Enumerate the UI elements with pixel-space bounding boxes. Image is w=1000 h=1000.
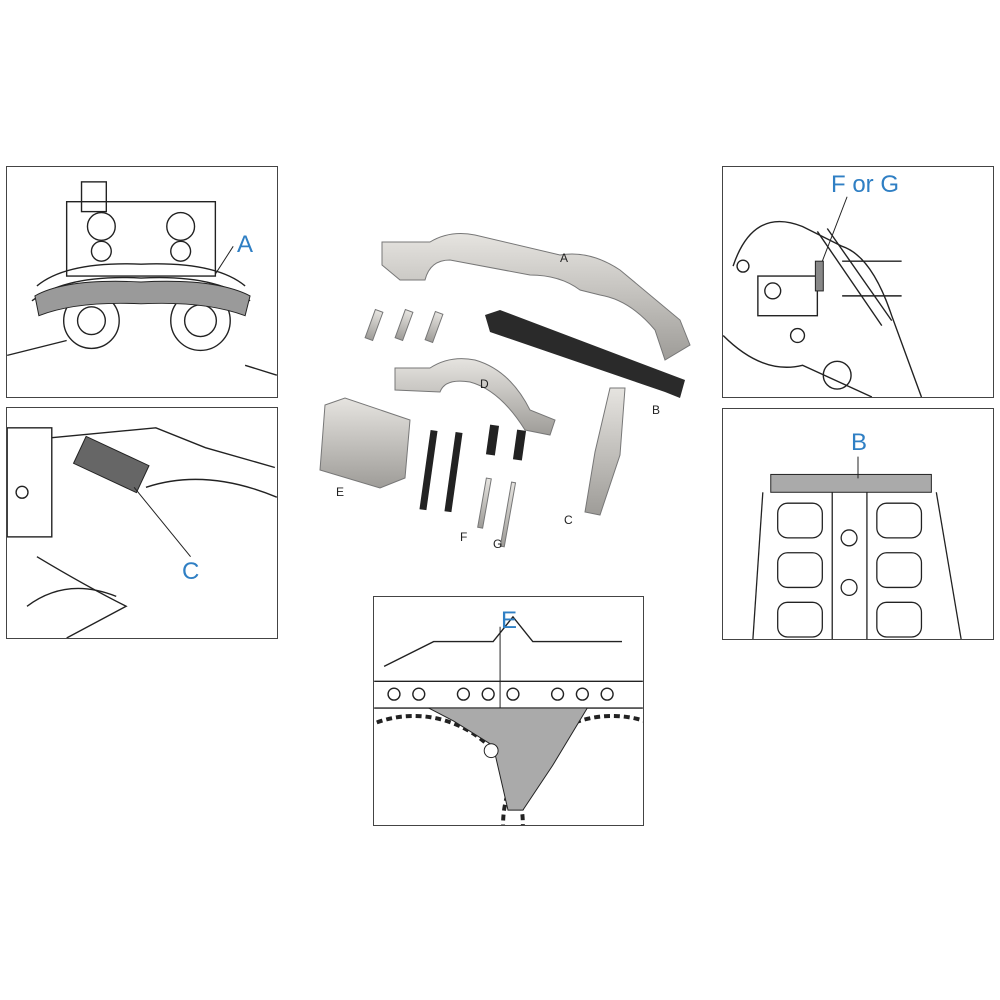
chain-block-drawing <box>374 615 643 825</box>
locking-plate-b <box>485 310 685 398</box>
crank-pin-c <box>584 387 626 516</box>
illustration-panel-pin-fg: F or G <box>722 166 994 398</box>
tool-label-e: E <box>336 485 345 499</box>
bracket-d <box>394 358 556 436</box>
illustration-panel-block-e: E <box>373 596 644 826</box>
tool-kit-parts: A B D C E F G <box>300 220 700 560</box>
panel-label-f-or-g: F or G <box>831 171 900 198</box>
tool-kit-drawing <box>319 233 691 548</box>
tool-label-c: C <box>564 513 573 527</box>
crank-pin-drawing <box>7 427 277 638</box>
camshaft-bar-a <box>381 233 691 361</box>
illustration-panel-crank-pin: C <box>6 407 278 639</box>
tool-label-g: G <box>493 537 503 551</box>
tool-label-a: A <box>560 251 569 265</box>
engine-head-drawing <box>7 181 277 376</box>
panel-label-b: B <box>851 429 868 456</box>
illustration-panel-camshaft-bar: A <box>6 166 278 398</box>
panel-label-e: E <box>501 607 518 634</box>
tool-label-b: B <box>652 403 661 417</box>
panel-label-a: A <box>237 231 254 258</box>
pin-location-drawing <box>723 196 923 397</box>
camshaft-plate-drawing <box>752 456 962 639</box>
block-e <box>319 397 411 489</box>
illustration-panel-plate-b: B <box>722 408 994 640</box>
tool-label-f: F <box>460 530 468 544</box>
tool-label-d: D <box>480 377 489 391</box>
panel-label-c: C <box>182 558 200 585</box>
